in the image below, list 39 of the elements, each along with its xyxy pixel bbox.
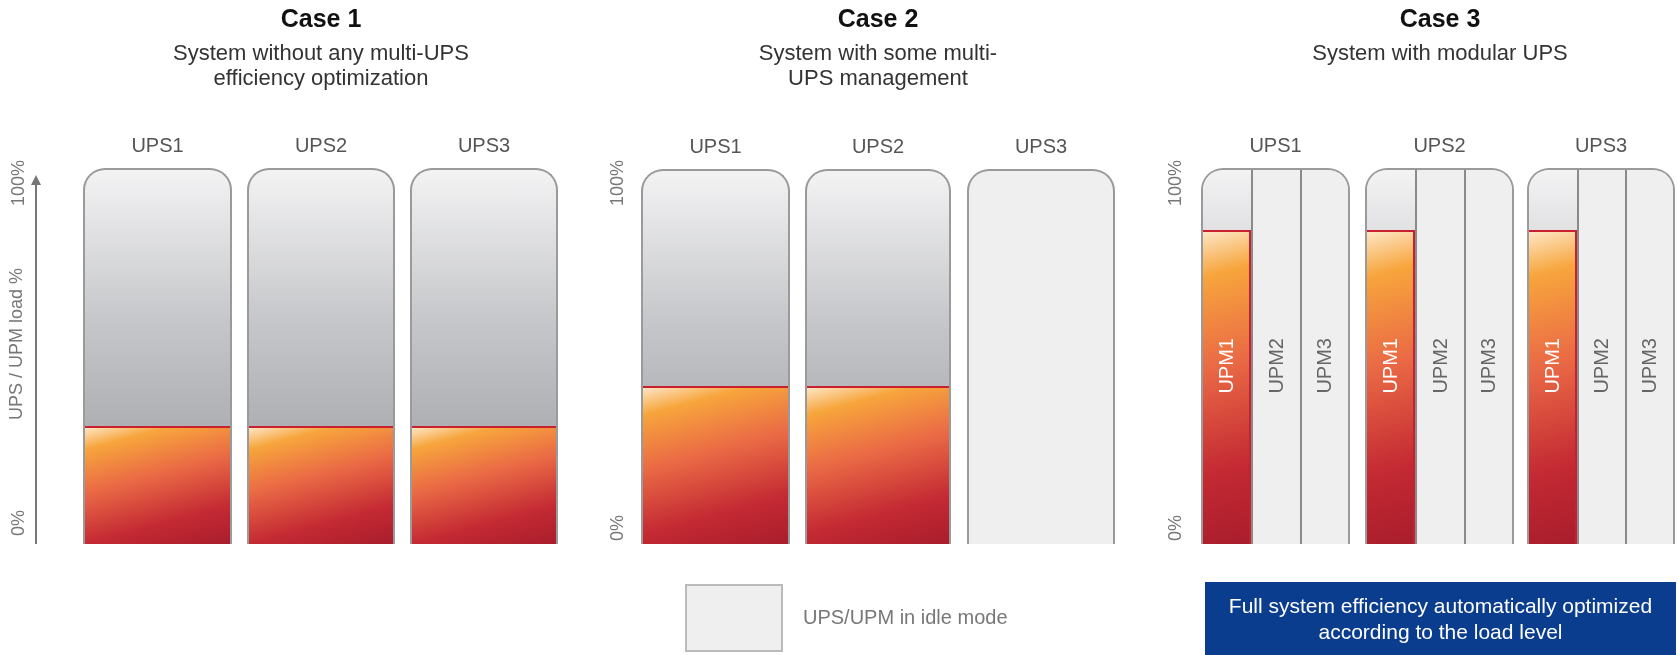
ups-label: UPS1: [688, 135, 743, 158]
axis-label: 0%: [8, 510, 29, 536]
case-heading: Case 1: [279, 4, 363, 33]
ups-label: UPS2: [1412, 134, 1467, 157]
module-column: [1529, 170, 1577, 544]
ups-label: UPS3: [1573, 134, 1629, 157]
module-label: UPM2: [1428, 338, 1452, 394]
module-column: [1203, 170, 1252, 544]
module-column: [1625, 170, 1673, 544]
ups-label: UPS2: [850, 135, 906, 158]
case-subtitle: System with some multi-UPS management: [757, 40, 999, 90]
module-label: UPM1: [1215, 338, 1239, 394]
ups-label: UPS1: [130, 134, 185, 157]
axis-label: 0%: [607, 515, 628, 541]
ups-label: UPS3: [1013, 135, 1069, 158]
axis-label: 100%: [8, 160, 29, 207]
case-heading: Case 2: [836, 4, 920, 33]
module-column: [1367, 170, 1416, 544]
module-label: UPM3: [1638, 338, 1661, 394]
case-subtitle: System with modular UPS: [1311, 40, 1569, 65]
ups-label: UPS3: [456, 134, 512, 157]
module-label: UPM1: [1379, 338, 1403, 394]
module-label: UPM2: [1264, 338, 1288, 394]
axis-label: 100%: [607, 160, 628, 207]
module-label: UPM2: [1590, 338, 1613, 394]
ups-label: UPS1: [1248, 134, 1303, 157]
case-subtitle: System without any multi-UPS efficiency optimization: [172, 40, 470, 90]
module-label: UPM3: [1312, 338, 1336, 394]
module-column: [1299, 170, 1348, 544]
legend-text: UPS/UPM in idle mode: [803, 606, 1008, 629]
axis-label: 0%: [1165, 515, 1186, 541]
module-column: [1463, 170, 1512, 544]
axis-label: UPS / UPM load %: [6, 268, 27, 421]
info-banner: Full system efficiency automatically optimized according to the load level: [1205, 582, 1676, 655]
module-label: UPM1: [1541, 338, 1564, 394]
axis-label: 100%: [1165, 160, 1186, 207]
ups-label: UPS2: [293, 134, 349, 157]
module-label: UPM3: [1476, 338, 1500, 394]
case-heading: Case 3: [1398, 4, 1482, 33]
